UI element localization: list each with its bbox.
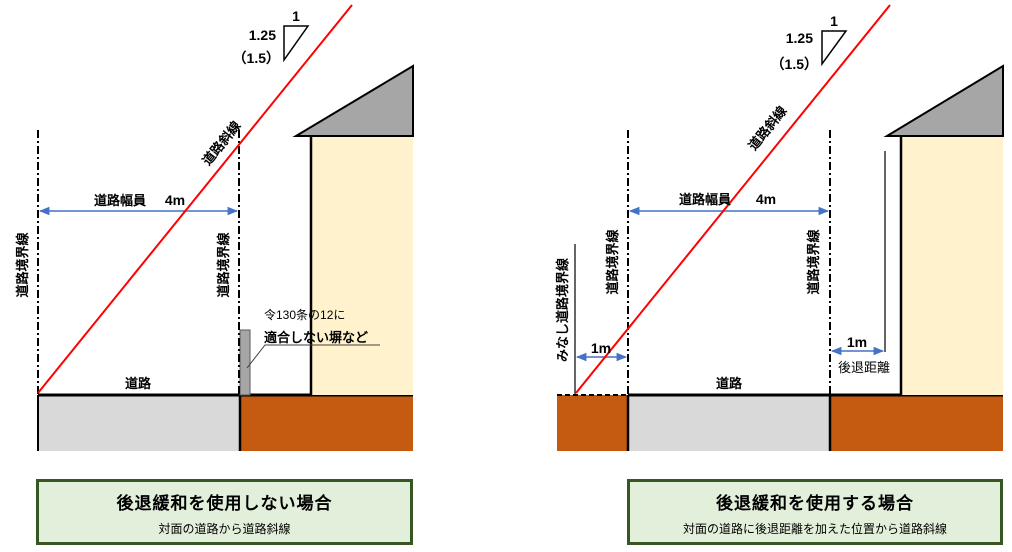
road-width-label: 道路幅員: [94, 193, 146, 208]
slope-ratio-main: 1.25: [249, 27, 276, 43]
caption-with-setback: 後退緩和を使用する場合 対面の道路に後退距離を加えた位置から道路斜線: [627, 479, 1003, 545]
caption-subtitle: 対面の道路に後退距離を加えた位置から道路斜線: [682, 522, 947, 536]
site-ground: [240, 395, 413, 451]
deemed-distance-value: 1m: [591, 340, 611, 356]
boundary-right-label: 道路境界線: [216, 232, 231, 298]
right-diagram: [557, 4, 1004, 451]
slope-ratio-top: 1: [830, 13, 838, 29]
slope-ratio-top: 1: [292, 8, 300, 24]
slope-line: [37, 4, 353, 394]
left-diagram: [37, 4, 414, 451]
house-wall: [901, 136, 1003, 395]
house-wall: [311, 136, 413, 395]
deemed-setback-ground: [557, 395, 628, 451]
site-ground: [830, 395, 1003, 451]
slope-line-label: 道路斜線: [199, 117, 244, 168]
slope-line-label: 道路斜線: [745, 102, 790, 153]
caption-subtitle: 対面の道路から道路斜線: [158, 522, 291, 536]
slope-ratio-triangle: [821, 30, 848, 67]
setback-label: 後退距離: [838, 360, 890, 375]
slope-ratio-main: 1.25: [786, 30, 813, 46]
slope-ratio-alt: （1.5）: [771, 56, 818, 72]
setback-distance-value: 1m: [847, 334, 867, 350]
road-surface: [628, 395, 830, 451]
boundary-left-label: 道路境界線: [605, 229, 620, 295]
caption-title: 後退緩和を使用しない場合: [116, 494, 333, 514]
boundary-right-label: 道路境界線: [806, 229, 821, 295]
road-surface: [38, 395, 240, 451]
slope-ratio-alt: （1.5）: [233, 50, 280, 66]
house-roof: [292, 64, 414, 137]
house-roof: [883, 64, 1004, 137]
slope-ratio-triangle: [283, 25, 310, 63]
deemed-boundary-label: みなし道路境界線: [555, 257, 570, 362]
slope-line: [575, 4, 891, 394]
boundary-left-label: 道路境界線: [15, 232, 30, 298]
road-width-label: 道路幅員: [679, 192, 731, 207]
road-label: 道路: [125, 376, 152, 391]
fence-note-line2: 適合しない塀など: [264, 330, 368, 345]
fence: [239, 329, 251, 396]
road-label: 道路: [716, 376, 743, 391]
caption-without-setback: 後退緩和を使用しない場合 対面の道路から道路斜線: [36, 479, 413, 545]
road-width-value: 4m: [165, 192, 185, 208]
caption-title: 後退緩和を使用する場合: [716, 494, 914, 514]
fence-note-line1: 令130条の12に: [264, 307, 345, 322]
road-width-value: 4m: [756, 191, 776, 207]
